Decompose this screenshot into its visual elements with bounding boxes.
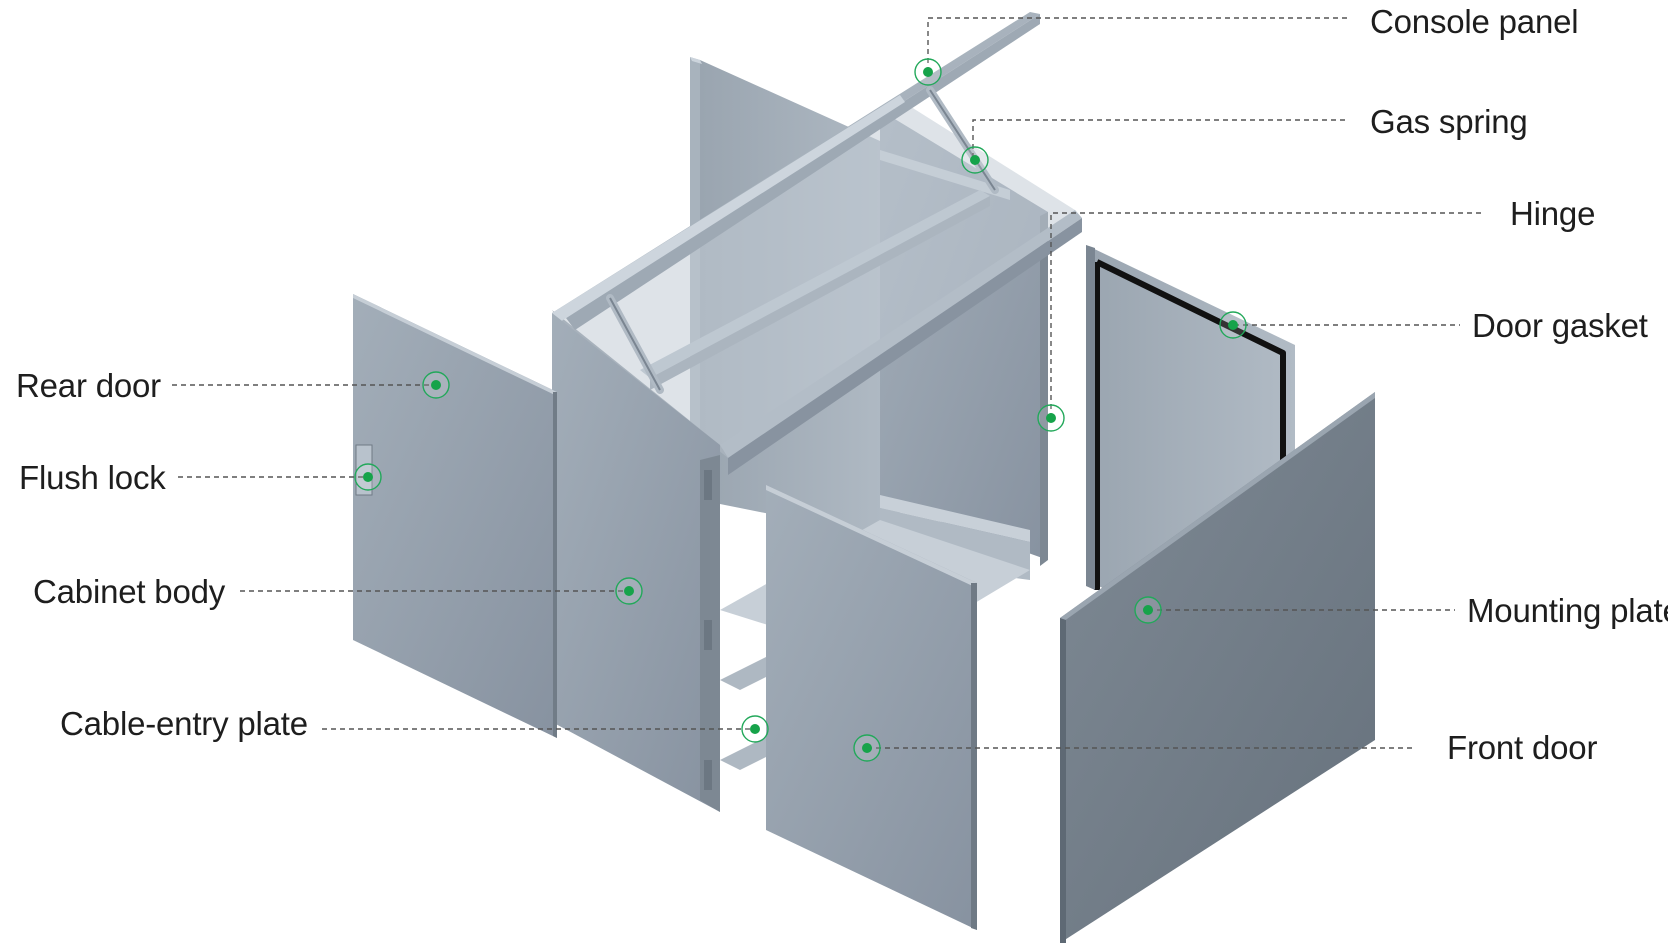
mounting-plate-part (1060, 392, 1375, 943)
markers (354, 58, 1247, 762)
label-cable-entry-plate: Cable-entry plate (60, 705, 308, 742)
body-top-frame (552, 100, 1082, 475)
marker-gas-spring (961, 146, 989, 174)
gas-springs (606, 86, 999, 394)
label-mounting-plate: Mounting plate (1467, 592, 1668, 629)
label-cabinet-body: Cabinet body (33, 573, 226, 610)
marker-front-door (853, 734, 881, 762)
label-flush-lock: Flush lock (19, 459, 166, 496)
marker-rear-door (422, 371, 450, 399)
cabinet-body-side (552, 313, 720, 812)
marker-flush-lock (354, 463, 382, 491)
label-console-panel: Console panel (1370, 3, 1579, 40)
label-front-door: Front door (1447, 729, 1598, 766)
label-gas-spring: Gas spring (1370, 103, 1528, 140)
label-hinge: Hinge (1510, 195, 1596, 232)
label-rear-door: Rear door (16, 367, 161, 404)
console-panel-part (552, 12, 1040, 330)
label-door-gasket: Door gasket (1472, 307, 1648, 344)
marker-cabinet-body (615, 577, 643, 605)
marker-mounting-plate (1134, 596, 1162, 624)
front-door-part (766, 485, 977, 930)
marker-console-panel (914, 58, 942, 86)
rear-door-part (353, 294, 557, 738)
marker-hinge (1037, 404, 1065, 432)
marker-door-gasket (1219, 311, 1247, 339)
leader-lines (172, 17, 1485, 749)
marker-cable-entry-plate (741, 715, 769, 743)
